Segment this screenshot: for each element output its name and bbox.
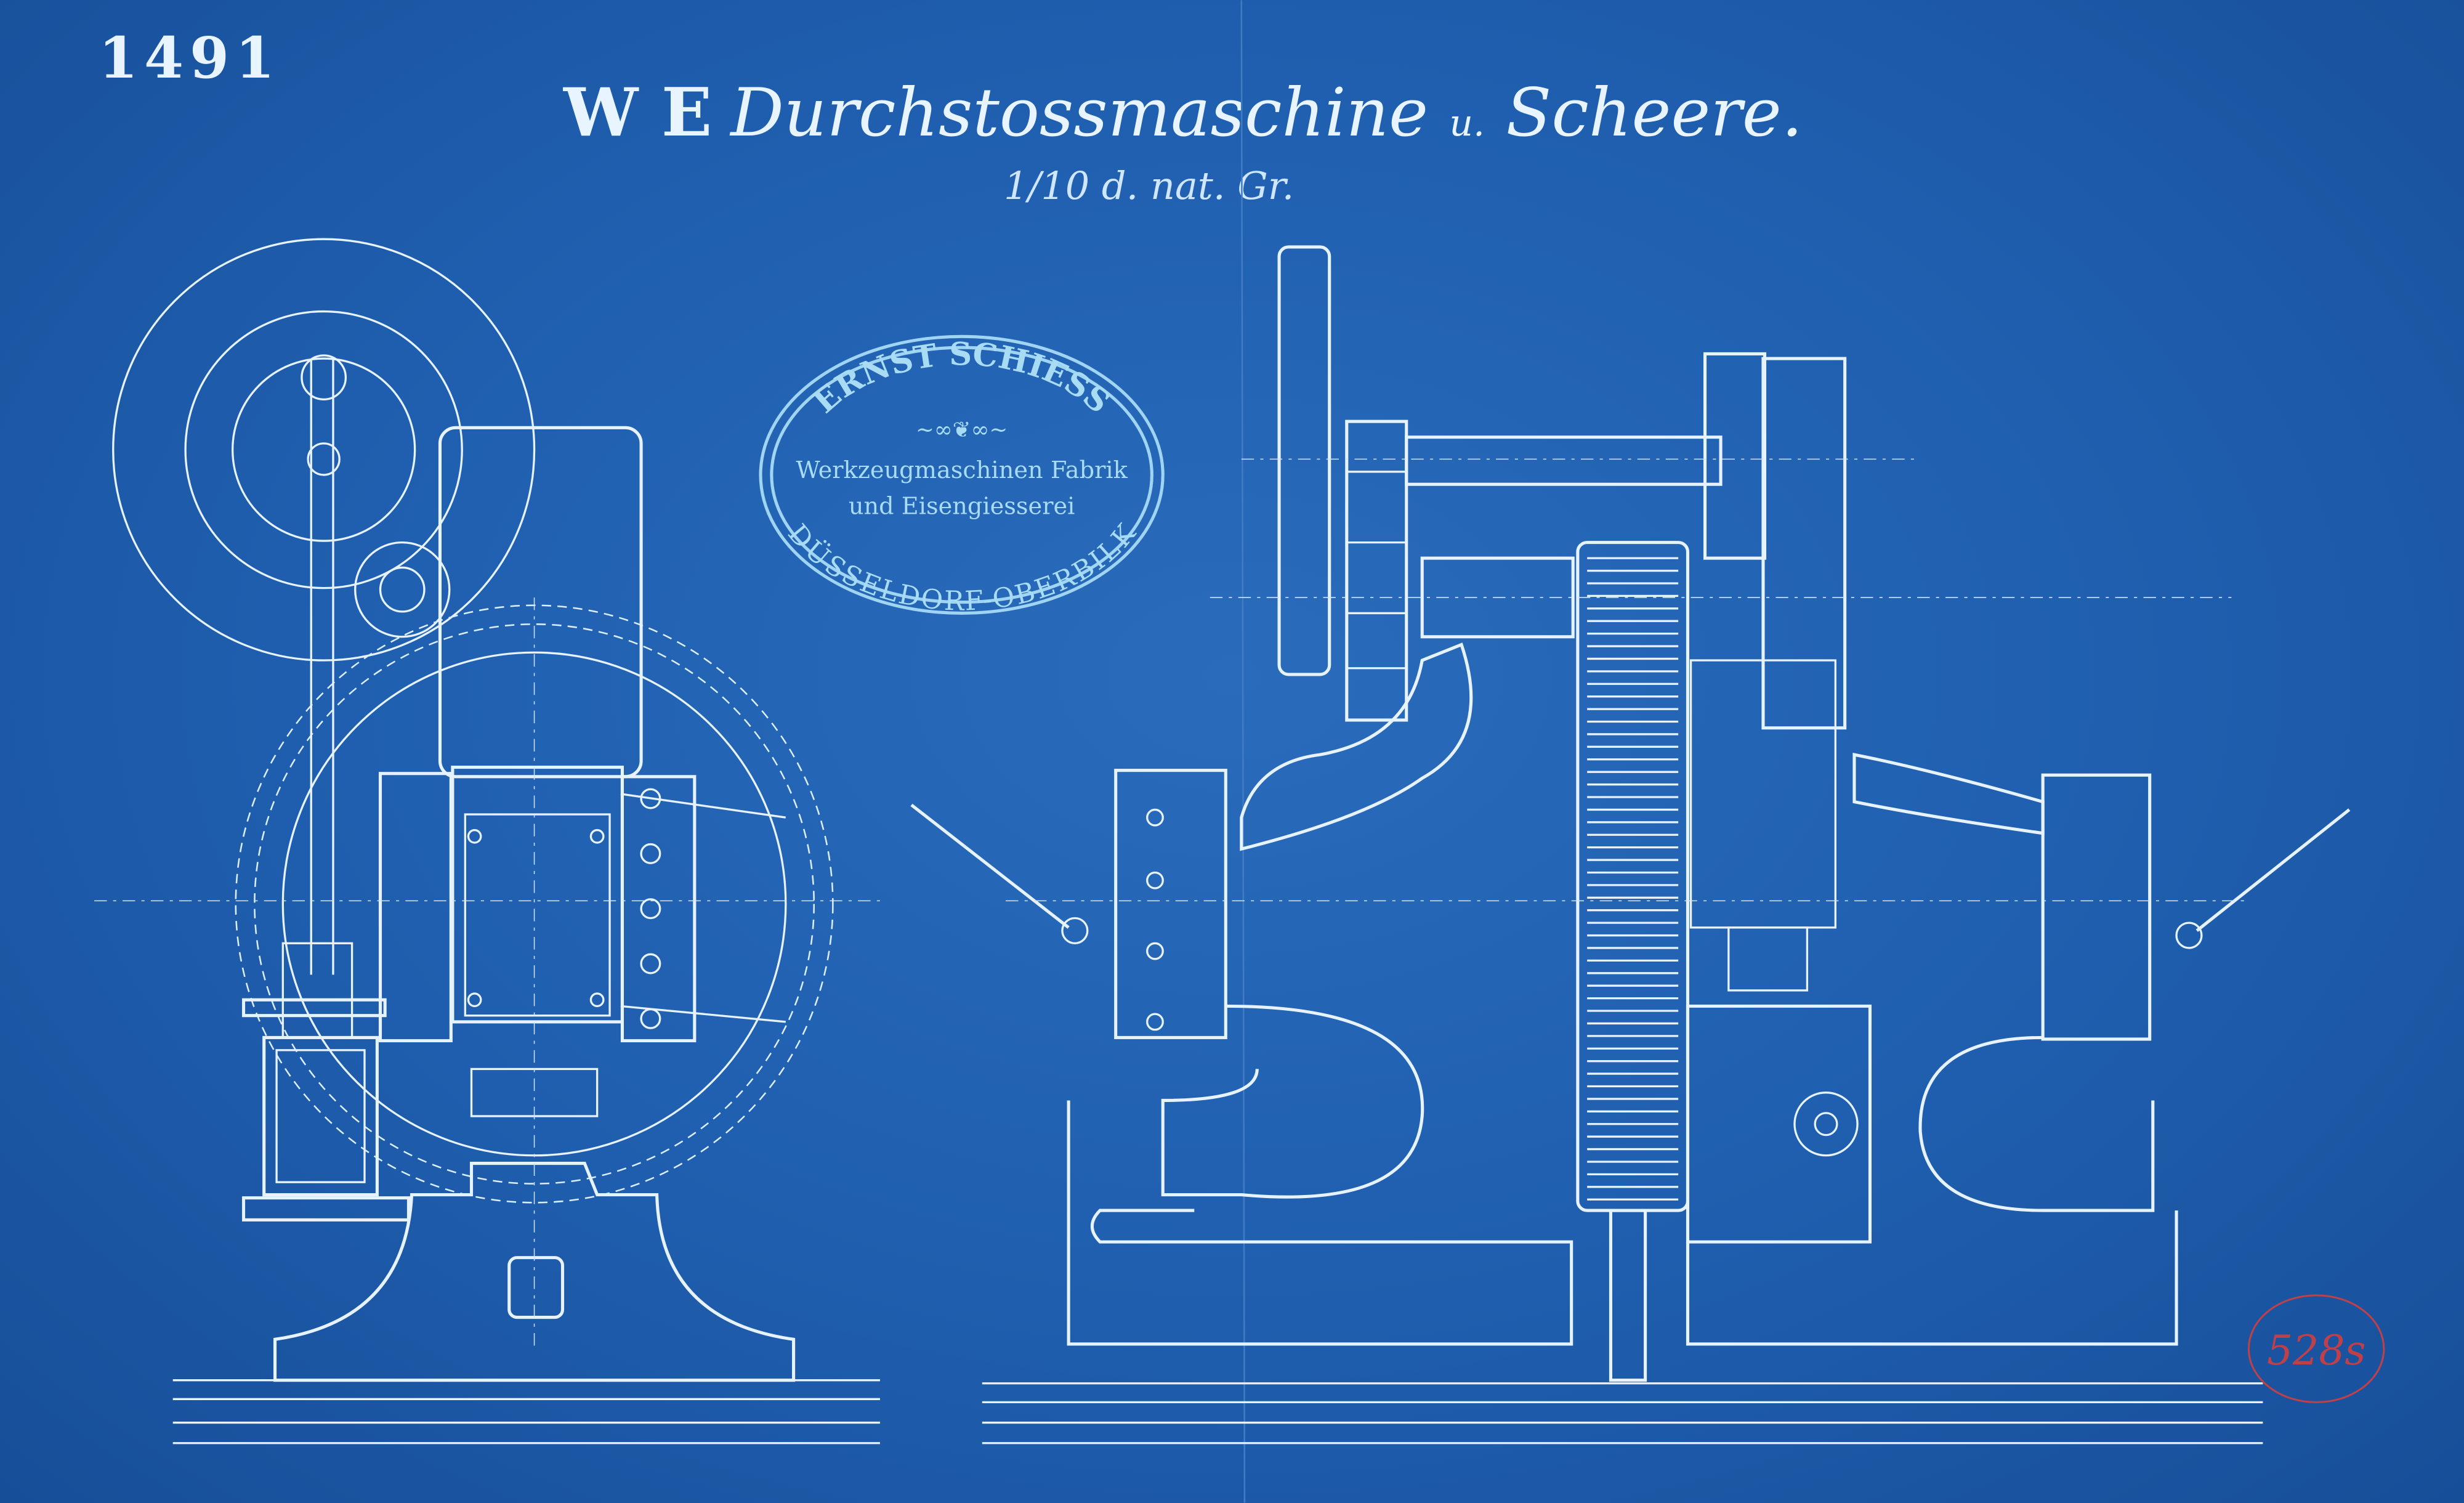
archive-stamp: 528s bbox=[2247, 1294, 2385, 1403]
maker-stamp: ERNST SCHIESS Werkzeugmaschinen Fabrik u… bbox=[759, 334, 1165, 617]
side-elevation bbox=[910, 245, 2351, 1382]
base-left bbox=[1067, 1100, 1573, 1346]
punch-head bbox=[1114, 769, 1227, 1039]
upper-frame bbox=[438, 426, 643, 779]
shear-head bbox=[2041, 773, 2152, 1041]
flywheel-outer bbox=[112, 238, 536, 662]
sheet-number: 1491 bbox=[99, 25, 281, 91]
stamp-ornament: ~∞❦∞~ bbox=[916, 418, 1008, 443]
ground-left bbox=[172, 1379, 880, 1444]
svg-text:DÜSSELDORF-OBERBILK: DÜSSELDORF-OBERBILK bbox=[782, 518, 1142, 617]
stamp-line1: Werkzeugmaschinen Fabrik bbox=[796, 456, 1128, 484]
lever-left bbox=[910, 803, 1070, 929]
stamp-city: DÜSSELDORF-OBERBILK bbox=[782, 518, 1142, 617]
title-connector: u. bbox=[1449, 102, 1485, 145]
svg-text:ERNST SCHIESS: ERNST SCHIESS bbox=[806, 336, 1117, 421]
fold-line bbox=[1240, 0, 1246, 1503]
flywheel-side bbox=[1277, 245, 1331, 676]
title-main: Durchstossmaschine bbox=[730, 75, 1429, 152]
main-shaft bbox=[1405, 436, 1723, 486]
lever-right bbox=[2195, 808, 2351, 932]
large-gear bbox=[1576, 541, 1690, 1212]
front-elevation bbox=[94, 238, 880, 1382]
title-suffix: Scheere. bbox=[1506, 75, 1803, 152]
title-prefix: W E bbox=[563, 74, 713, 152]
throat-left bbox=[1161, 1004, 1424, 1199]
archive-number: 528s bbox=[2267, 1326, 2366, 1374]
stamp-company-name: ERNST SCHIESS bbox=[806, 336, 1117, 421]
ground-right bbox=[982, 1382, 2263, 1444]
pinion bbox=[1345, 419, 1408, 722]
stamp-line2: und Eisengiesserei bbox=[849, 493, 1075, 521]
scale-note: 1/10 d. nat. Gr. bbox=[1004, 163, 1295, 208]
